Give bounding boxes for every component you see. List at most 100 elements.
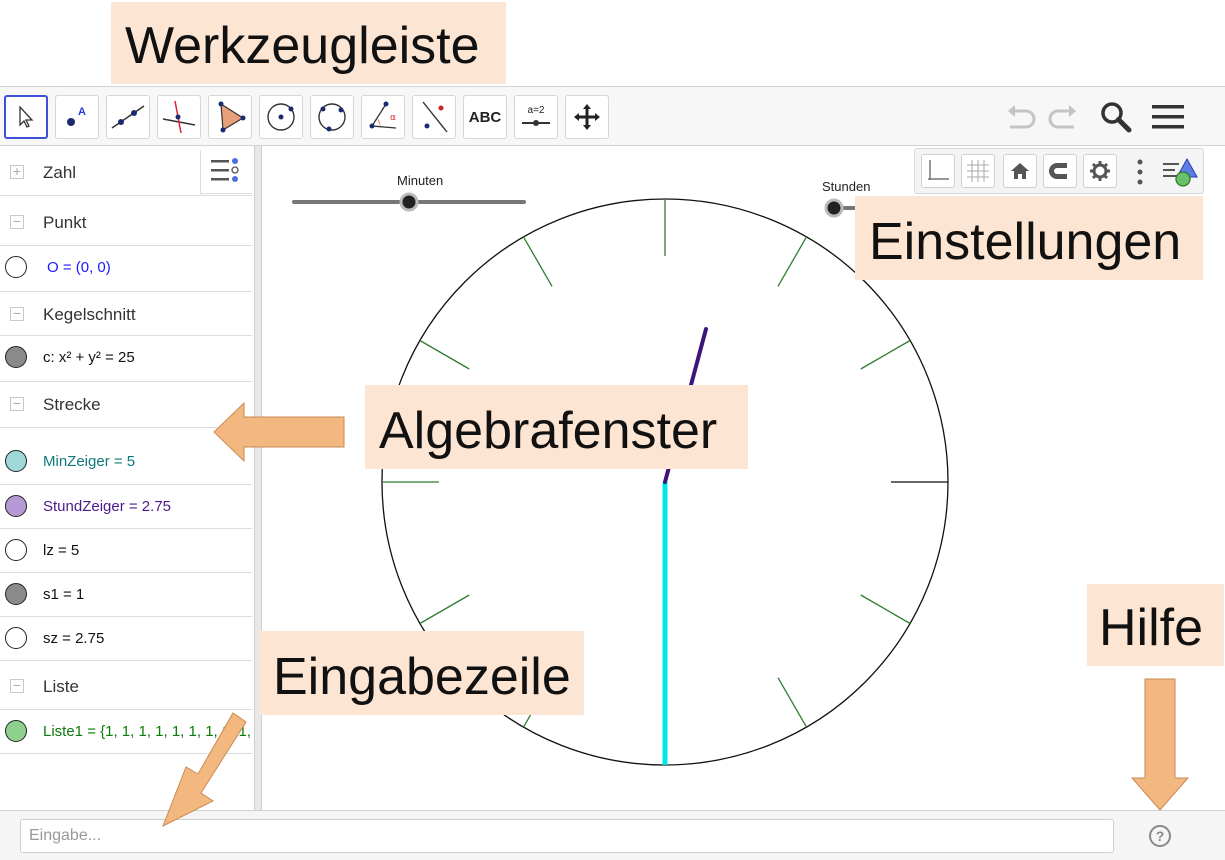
input-bar: ? <box>0 810 1225 860</box>
circle-three-points-icon <box>318 103 346 132</box>
minutes-slider-handle[interactable] <box>399 192 419 212</box>
slider-tool-button[interactable]: a=2 <box>514 95 558 139</box>
hour-tick[interactable] <box>860 594 911 625</box>
text-tool-button[interactable]: ABC <box>463 95 507 139</box>
algebra-item-s1[interactable]: s1 = 1 <box>0 573 252 617</box>
algebra-item-lz[interactable]: lz = 5 <box>0 529 252 573</box>
category-liste[interactable]: − Liste <box>0 664 252 710</box>
collapse-icon[interactable]: − <box>10 396 24 411</box>
hours-slider-handle[interactable] <box>824 198 844 218</box>
algebra-item-text[interactable]: lz = 5 <box>43 542 80 559</box>
visibility-toggle[interactable] <box>5 495 27 517</box>
collapse-icon[interactable]: − <box>10 214 24 229</box>
point-capturing-button[interactable] <box>1043 154 1077 188</box>
circle-three-points-tool-button[interactable] <box>310 95 354 139</box>
move-tool-button[interactable] <box>4 95 48 139</box>
arrow-left-annotation <box>213 401 345 463</box>
toolbar: A α ABC a=2 <box>0 86 1225 146</box>
view-splitter[interactable] <box>254 146 262 810</box>
algebra-item-text[interactable]: c: x² + y² = 25 <box>43 349 135 366</box>
svg-text:A: A <box>78 106 86 118</box>
cursor-arrow-icon <box>19 105 34 128</box>
help-button[interactable]: ? <box>1148 824 1172 848</box>
algebra-item-minzeiger[interactable]: MinZeiger = 5 <box>0 440 252 485</box>
circle-center-icon <box>267 103 295 131</box>
angle-tool-button[interactable]: α <box>361 95 405 139</box>
axes-toggle-button[interactable] <box>921 154 955 188</box>
collapse-icon[interactable]: − <box>10 678 24 693</box>
visibility-toggle[interactable] <box>5 583 27 605</box>
visibility-toggle[interactable] <box>5 450 27 472</box>
undo-button[interactable] <box>1003 101 1039 133</box>
visibility-toggle[interactable] <box>5 539 27 561</box>
perpendicular-tool-button[interactable] <box>157 95 201 139</box>
hour-tick[interactable] <box>419 594 470 625</box>
move-graphics-tool-button[interactable] <box>565 95 609 139</box>
hour-tick[interactable] <box>522 236 553 287</box>
input-field[interactable] <box>20 819 1114 853</box>
vertical-dots-icon <box>1137 159 1143 185</box>
line-tool-button[interactable] <box>106 95 150 139</box>
visibility-toggle[interactable] <box>5 346 27 368</box>
arrow-down-left-annotation <box>162 712 247 828</box>
algebra-view: + Zahl − Punkt O = (0, 0) − Kegelschnitt… <box>0 146 254 810</box>
minutes-slider-label: Minuten <box>397 173 444 188</box>
algebra-settings-button[interactable] <box>200 150 252 194</box>
expand-icon[interactable]: + <box>10 164 24 179</box>
algebra-menu-icon <box>211 158 239 182</box>
hour-tick[interactable] <box>419 339 470 370</box>
search-button[interactable] <box>1098 101 1134 133</box>
main-menu-button[interactable] <box>1150 101 1186 133</box>
algebra-item-o[interactable]: O = (0, 0) <box>0 246 252 292</box>
hamburger-menu-icon <box>1152 105 1184 129</box>
standard-view-button[interactable] <box>1003 154 1037 188</box>
callout-algebrafenster: Algebrafenster <box>365 385 748 469</box>
style-bar-icon <box>1163 157 1198 187</box>
category-kegelschnitt[interactable]: − Kegelschnitt <box>0 292 252 336</box>
algebra-item-stundzeiger[interactable]: StundZeiger = 2.75 <box>0 485 252 529</box>
callout-hilfe: Hilfe <box>1087 584 1224 666</box>
category-label: Punkt <box>43 213 87 232</box>
algebra-item-c[interactable]: c: x² + y² = 25 <box>0 336 252 382</box>
reflect-tool-button[interactable] <box>412 95 456 139</box>
more-options-button[interactable] <box>1135 157 1145 187</box>
algebra-item-text[interactable]: Liste1 = {1, 1, 1, 1, 1, 1, 1, 1, 1, 1, … <box>43 723 252 740</box>
polygon-icon <box>218 101 246 133</box>
grid-toggle-button[interactable] <box>961 154 995 188</box>
circle-center-tool-button[interactable] <box>259 95 303 139</box>
slider-tool-label: a=2 <box>528 105 545 116</box>
algebra-item-text[interactable]: MinZeiger = 5 <box>43 453 136 470</box>
algebra-item-liste1[interactable]: Liste1 = {1, 1, 1, 1, 1, 1, 1, 1, 1, 1, … <box>0 710 252 754</box>
category-label: Strecke <box>43 395 101 414</box>
category-punkt[interactable]: − Punkt <box>0 200 252 246</box>
callout-werkzeugleiste: Werkzeugleiste <box>111 2 506 84</box>
category-label: Kegelschnitt <box>43 305 136 324</box>
style-bar-toggle-button[interactable] <box>1161 155 1201 189</box>
algebra-item-sz[interactable]: sz = 2.75 <box>0 617 252 661</box>
collapse-icon[interactable]: − <box>10 306 24 321</box>
algebra-item-text[interactable]: StundZeiger = 2.75 <box>43 498 172 515</box>
slider-icon: a=2 <box>522 105 550 126</box>
algebra-item-text[interactable]: O = (0, 0) <box>47 259 111 276</box>
category-strecke[interactable]: − Strecke <box>0 382 252 428</box>
hour-tick[interactable] <box>860 339 911 370</box>
polygon-tool-button[interactable] <box>208 95 252 139</box>
point-icon: A <box>67 106 86 126</box>
algebra-item-text[interactable]: s1 = 1 <box>43 586 85 603</box>
callout-eingabezeile: Eingabezeile <box>259 631 584 715</box>
redo-icon <box>1048 105 1076 129</box>
visibility-toggle[interactable] <box>5 627 27 649</box>
visibility-toggle[interactable] <box>5 720 27 742</box>
algebra-item-text[interactable]: sz = 2.75 <box>43 630 105 647</box>
angle-icon: α <box>369 101 397 129</box>
point-tool-button[interactable]: A <box>55 95 99 139</box>
hour-tick[interactable] <box>777 236 808 287</box>
perpendicular-line-icon <box>162 100 196 134</box>
hour-tick[interactable] <box>777 677 808 728</box>
redo-button[interactable] <box>1045 101 1081 133</box>
visibility-toggle[interactable] <box>5 256 27 278</box>
hours-slider-label: Stunden <box>822 179 871 194</box>
graphics-settings-button[interactable] <box>1083 154 1117 188</box>
svg-text:α: α <box>390 113 396 123</box>
